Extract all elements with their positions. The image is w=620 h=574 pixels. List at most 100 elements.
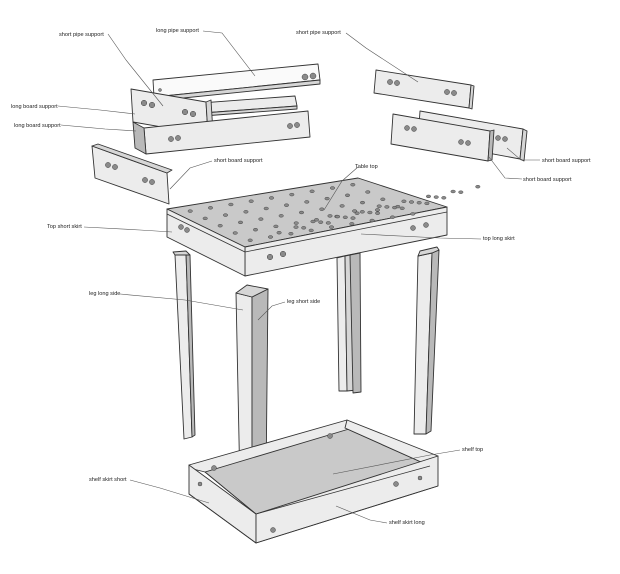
- leg-front-right: [413, 246, 440, 435]
- dog-hole: [441, 196, 447, 200]
- dog-hole: [349, 222, 355, 226]
- dog-hole: [376, 204, 382, 208]
- label-long-board-support-2: long board support: [14, 123, 61, 129]
- shelf-assembly: [188, 419, 439, 544]
- short-board-support-right-front: [390, 113, 495, 162]
- dog-hole: [304, 200, 310, 204]
- dog-hole: [253, 228, 258, 232]
- dog-hole: [345, 193, 350, 197]
- dog-hole: [288, 232, 294, 236]
- dog-hole: [273, 224, 279, 229]
- label-short-board-support-right-1: short board support: [542, 158, 591, 164]
- dog-hole: [232, 231, 238, 235]
- dog-hole: [350, 216, 356, 220]
- dog-hole: [399, 206, 405, 210]
- label-shelf-top: shelf top: [462, 447, 483, 453]
- dog-hole: [410, 212, 416, 216]
- dog-hole: [310, 219, 316, 224]
- dog-hole: [319, 207, 325, 211]
- short-board-support-left-piece: [91, 143, 173, 205]
- dog-hole: [458, 190, 464, 194]
- dog-hole: [365, 190, 371, 194]
- leg-back-left: [172, 250, 196, 440]
- dog-hole: [424, 201, 430, 206]
- label-leg-long-side: leg long side: [89, 291, 120, 297]
- label-long-board-support-1: long board support: [11, 104, 58, 110]
- dog-hole: [392, 205, 398, 210]
- dog-hole: [284, 203, 289, 207]
- dog-hole: [409, 200, 414, 204]
- dog-hole: [384, 205, 390, 209]
- dog-hole: [276, 231, 282, 235]
- long-pipe-support: [152, 63, 321, 102]
- dog-hole: [263, 206, 269, 211]
- dog-hole: [217, 224, 223, 228]
- label-shelf-skirt-long: shelf skirt long: [389, 520, 425, 526]
- label-short-pipe-support-right: short pipe support: [296, 30, 341, 36]
- leg-back-right: [336, 252, 362, 394]
- dog-hole: [202, 216, 208, 221]
- dog-hole: [228, 202, 234, 207]
- dog-hole: [475, 185, 481, 189]
- dog-hole: [301, 226, 307, 230]
- label-shelf-skirt-short: shelf skirt short: [89, 477, 127, 483]
- dog-hole: [269, 196, 274, 200]
- leader-lines: [57, 30, 540, 524]
- dog-hole: [375, 211, 381, 215]
- dog-hole: [247, 238, 253, 242]
- dog-hole: [359, 210, 365, 214]
- dog-hole: [208, 206, 213, 210]
- dog-hole: [293, 225, 299, 229]
- label-top-short-skirt: Top short skirt: [47, 224, 82, 230]
- dog-hole: [324, 196, 330, 201]
- dog-hole: [223, 213, 228, 217]
- dog-hole: [314, 218, 319, 222]
- dog-hole: [293, 221, 299, 225]
- dog-hole: [367, 210, 373, 215]
- dog-hole: [268, 235, 273, 239]
- dog-hole: [375, 208, 380, 212]
- label-short-board-support-right-2: short board support: [523, 177, 572, 183]
- dog-hole: [289, 192, 295, 197]
- dog-hole: [352, 209, 358, 213]
- dog-hole: [390, 215, 395, 219]
- table-top-holes: [187, 183, 481, 242]
- label-short-pipe-support-left: short pipe support: [59, 32, 104, 38]
- dog-hole: [354, 211, 360, 215]
- dog-hole: [248, 199, 254, 203]
- dog-hole: [335, 214, 341, 219]
- dog-hole: [258, 217, 264, 221]
- dog-hole: [433, 195, 439, 199]
- label-leg-short-side: leg short side: [287, 299, 320, 305]
- dog-hole: [243, 210, 249, 214]
- label-top-long-skirt: top long skirt: [483, 236, 515, 242]
- leg-front-left: [235, 284, 269, 491]
- dog-hole: [450, 189, 456, 194]
- label-long-pipe-support: long pipe support: [156, 28, 199, 34]
- dog-hole: [327, 214, 333, 218]
- dog-hole: [401, 199, 407, 203]
- dog-hole: [339, 204, 345, 208]
- dog-hole: [350, 183, 356, 187]
- dog-hole: [426, 194, 431, 199]
- dog-hole: [187, 209, 193, 213]
- dog-hole: [238, 220, 243, 225]
- dog-hole: [330, 186, 335, 190]
- dog-hole: [380, 197, 386, 201]
- dog-hole: [308, 228, 314, 233]
- dog-hole: [342, 215, 348, 219]
- table-top-assembly: [166, 177, 481, 277]
- dog-hole: [369, 218, 375, 223]
- dog-hole: [278, 214, 284, 218]
- label-table-top: Table top: [355, 164, 378, 170]
- part-labels: short pipe support long pipe support sho…: [11, 28, 591, 526]
- dog-hole: [318, 220, 324, 224]
- label-short-board-support-left: short board support: [214, 158, 263, 164]
- dog-hole: [309, 189, 315, 193]
- long-board-support-lower: [132, 110, 311, 155]
- dog-hole: [329, 225, 334, 229]
- dog-hole: [299, 210, 304, 215]
- dog-hole: [360, 200, 365, 205]
